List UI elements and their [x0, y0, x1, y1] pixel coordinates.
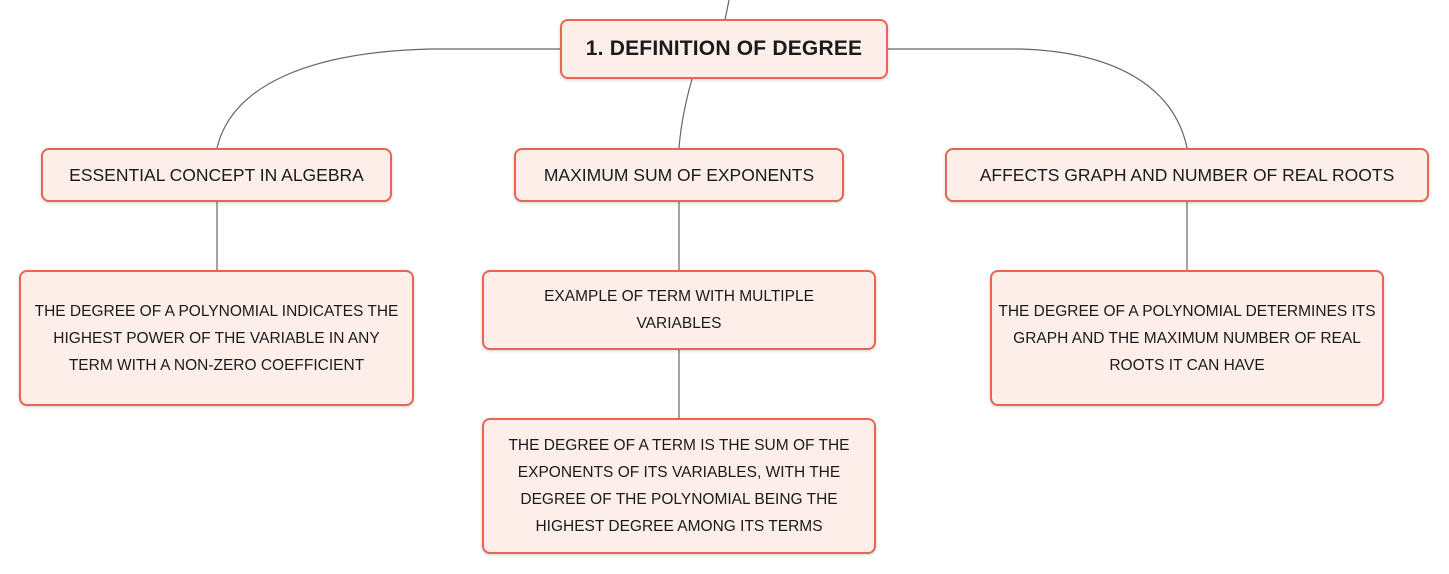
detail-node-highest-power[interactable]: THE DEGREE OF A POLYNOMIAL INDICATES THE…: [19, 270, 414, 406]
detail-node-text: THE DEGREE OF A POLYNOMIAL INDICATES THE…: [34, 302, 399, 374]
connector-root-to-branch-1: [216, 48, 561, 149]
connector-root-to-branch-3: [887, 48, 1188, 149]
branch-node-essential-concept[interactable]: ESSENTIAL CONCEPT IN ALGEBRA: [41, 148, 392, 202]
detail-node-text: THE DEGREE OF A POLYNOMIAL DETERMINES IT…: [998, 302, 1376, 374]
branch-node-label: ESSENTIAL CONCEPT IN ALGEBRA: [69, 164, 364, 185]
branch-node-maximum-sum[interactable]: MAXIMUM SUM OF EXPONENTS: [514, 148, 844, 202]
branch-node-label: AFFECTS GRAPH AND NUMBER OF REAL ROOTS: [979, 164, 1395, 185]
detail-node-example-term[interactable]: EXAMPLE OF TERM WITH MULTIPLE VARIABLES: [482, 270, 876, 350]
detail-node-degree-of-term[interactable]: THE DEGREE OF A TERM IS THE SUM OF THE E…: [482, 418, 876, 554]
branch-node-affects-graph[interactable]: AFFECTS GRAPH AND NUMBER OF REAL ROOTS: [945, 148, 1429, 202]
detail-node-graph-roots[interactable]: THE DEGREE OF A POLYNOMIAL DETERMINES IT…: [990, 270, 1384, 406]
detail-node-text: EXAMPLE OF TERM WITH MULTIPLE VARIABLES: [544, 288, 814, 332]
connector-root-incoming: [724, 0, 730, 21]
detail-node-text: THE DEGREE OF A TERM IS THE SUM OF THE E…: [508, 437, 850, 535]
root-node[interactable]: 1. DEFINITION OF DEGREE: [560, 19, 888, 79]
root-node-label: 1. DEFINITION OF DEGREE: [585, 37, 863, 60]
branch-node-label: MAXIMUM SUM OF EXPONENTS: [543, 164, 815, 185]
connector-root-to-branch-2: [678, 78, 693, 149]
